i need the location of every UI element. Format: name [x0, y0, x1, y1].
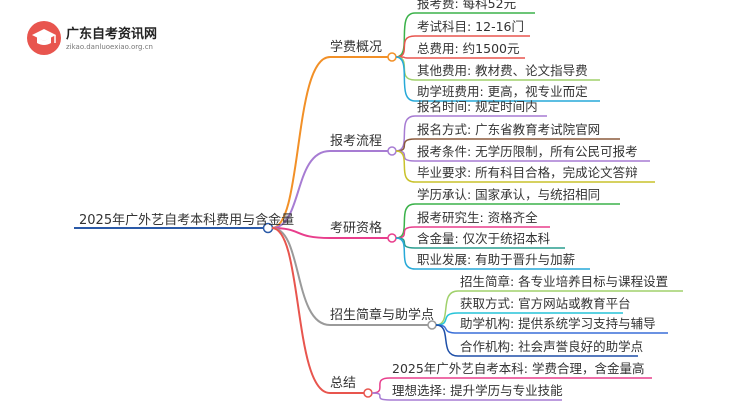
branch-node [387, 146, 397, 156]
leaf-link [395, 203, 416, 239]
branch-link [271, 56, 331, 229]
branch-link [271, 227, 331, 326]
leaf-label: 理想选择: 提升学历与专业技能 [392, 383, 563, 398]
leaf-label: 考试科目: 12-16门 [417, 19, 525, 34]
mindmap-root: 2025年广外艺自考本科费用与含金量 [79, 213, 295, 228]
leaf-label: 招生简章: 各专业培养目标与课程设置 [460, 274, 669, 289]
leaf-label: 2025年广外艺自考本科: 学费合理，含金量高 [392, 361, 645, 376]
leaf-link [395, 115, 416, 152]
graduation-cap-icon [27, 21, 61, 55]
leaf-label: 毕业要求: 所有科目合格，完成论文答辩 [417, 165, 638, 180]
branch-node [387, 52, 397, 62]
branch-label: 考研资格 [330, 221, 383, 236]
leaf-link [395, 56, 416, 102]
leaf-link [435, 324, 459, 357]
leaf-link [395, 226, 416, 239]
branch-link [271, 150, 331, 229]
leaf-label: 合作机构: 社会声誉良好的助学点 [460, 339, 644, 354]
branch-label: 学费概况 [330, 40, 383, 55]
branch-link [271, 227, 331, 239]
leaf-link [371, 392, 391, 401]
site-logo: 广东自考资讯网 zikao.danluoexiao.org.cn [26, 20, 216, 60]
leaf-label: 报考费: 每科52元 [417, 0, 517, 11]
leaf-label: 助学班费用: 更高，视专业而定 [417, 84, 588, 99]
leaf-label: 助学机构: 提供系统学习支持与辅导 [460, 316, 656, 331]
leaf-link [395, 56, 416, 81]
leaf-link [395, 150, 416, 162]
leaf-link [395, 12, 416, 58]
leaf-label: 报名时间: 规定时间内 [417, 99, 538, 114]
branch-label: 招生简章与助学点 [330, 308, 435, 323]
leaf-label: 报考研究生: 资格齐全 [417, 210, 538, 225]
leaf-label: 报考条件: 无学历限制，所有公民可报考 [417, 144, 638, 159]
leaf-link [395, 237, 416, 270]
branch-node [363, 388, 373, 398]
leaf-label: 获取方式: 官方网站或教育平台 [460, 296, 631, 311]
leaf-label: 总费用: 约1500元 [417, 41, 520, 56]
leaf-label: 含金量: 仅次于统招本科 [417, 231, 551, 246]
leaf-link [395, 35, 416, 58]
leaf-link [435, 312, 459, 326]
leaf-link [395, 237, 416, 249]
leaf-label: 学历承认: 国家承认，与统招相同 [417, 187, 601, 202]
branch-label: 报考流程 [330, 134, 383, 149]
branch-link [271, 227, 331, 394]
leaf-link [435, 290, 459, 326]
branch-node [387, 233, 397, 243]
logo-title: 广东自考资讯网 [66, 27, 158, 42]
branch-label: 总结 [330, 376, 357, 391]
logo-subtitle: zikao.danluoexiao.org.cn [66, 43, 153, 51]
leaf-label: 其他费用: 教材费、论文指导费 [417, 63, 588, 78]
leaf-label: 职业发展: 有助于晋升与加薪 [417, 252, 576, 267]
leaf-link [395, 138, 416, 152]
leaf-link [371, 377, 391, 394]
leaf-label: 报名方式: 广东省教育考试院官网 [417, 122, 601, 137]
leaf-link [395, 150, 416, 183]
